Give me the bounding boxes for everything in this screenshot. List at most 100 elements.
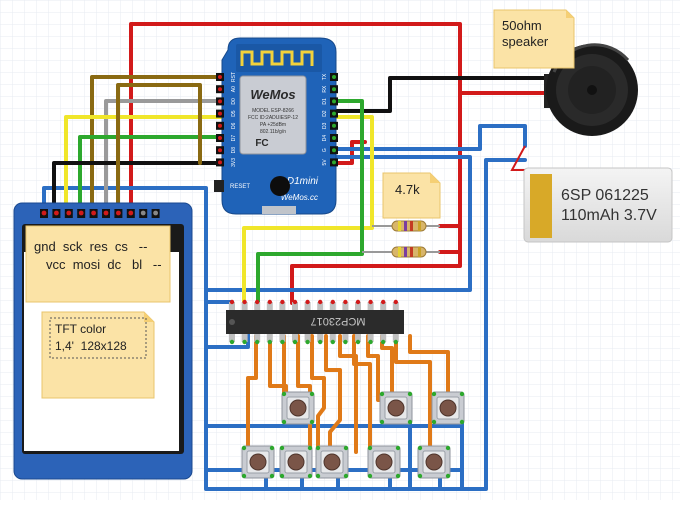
chip-pin (254, 333, 261, 342)
chip-pin (380, 333, 387, 342)
push-button (281, 391, 315, 425)
chip-pin (329, 302, 336, 311)
note-speaker-line-2: speaker (502, 34, 549, 49)
wire-orange-1 (246, 334, 258, 454)
push-button (315, 445, 349, 479)
chip-pin (304, 302, 311, 311)
wemos-pin-label-left: D6 (231, 122, 237, 129)
chip-pin (317, 302, 324, 311)
wemos-pin-label-right: D4 (322, 135, 328, 142)
battery-line-2: 110mAh 3.7V (561, 207, 657, 224)
chip-pin (241, 302, 248, 311)
wire-black-speaker (321, 76, 547, 113)
wemos-pin-label-left: 3V3 (231, 158, 237, 167)
speaker (544, 43, 638, 136)
wemos-model-line-1: MODEL ESP-8266 (252, 108, 294, 114)
push-button (279, 445, 313, 479)
wemos-d1-mini: WeMos MODEL ESP-8266 FCC ID:2ADUIESP-12 … (214, 37, 338, 215)
wemos-left-header (216, 73, 224, 167)
mcp23017-chip: MCP23017 (226, 299, 404, 345)
push-button (431, 391, 465, 425)
chip-pin (380, 302, 387, 311)
wire-blue-gnd-mid (204, 155, 472, 292)
wire-green-d7 (78, 135, 223, 212)
note-tft-pins-row2: vcc mosi dc bl -- (46, 257, 162, 272)
wires (42, 22, 547, 491)
chip-pin (292, 333, 298, 342)
push-button (417, 445, 451, 479)
wemos-pin-label-left: D5 (231, 110, 237, 117)
wemos-pin-label-right: TX (322, 73, 328, 80)
usb-port (262, 206, 296, 214)
battery-line-1: 6SP 061225 (561, 187, 649, 204)
wire-yellow-left (64, 115, 223, 212)
usb-chip (270, 176, 290, 196)
wire-orange-12 (408, 334, 450, 398)
chip-pin (355, 333, 361, 342)
wemos-pin-label-right: G (322, 148, 328, 152)
wire-blue-gnd-top (321, 124, 527, 151)
note-tft-label: TFT color 1,4' 128x128 (41, 311, 155, 399)
chip-pin (254, 302, 261, 311)
lipo-battery: 6SP 061225 110mAh 3.7V (510, 145, 673, 243)
wire-blue-tft-gnd (42, 158, 527, 491)
d1mini-label: D1mini (287, 176, 319, 187)
wire-orange-11 (394, 334, 432, 454)
wire-green-right (256, 99, 364, 305)
reset-label: RESET (230, 184, 250, 190)
chip-pin (292, 302, 298, 311)
wire-orange-5 (310, 334, 326, 454)
wemos-pin-label-right: D2 (322, 110, 328, 117)
wemos-pin-label-right: D3 (322, 122, 328, 129)
note-resistor: 4.7k (382, 172, 441, 219)
chip-bottom-pins (229, 333, 399, 345)
wire-yellow-right (242, 115, 374, 305)
wemos-model-line-2: FCC ID:2ADUIESP-12 (248, 115, 298, 121)
wemos-pin-label-right: RX (322, 85, 328, 93)
fc-mark: FC (255, 138, 268, 149)
wire-orange-7 (338, 334, 358, 454)
wemos-site-label: WeMos.cc (281, 193, 318, 202)
chip-pin (279, 333, 286, 342)
wire-brown-tft (116, 83, 202, 212)
wire-black-3v3 (52, 161, 223, 212)
note-tft-label-line-2: 1,4' 128x128 (55, 339, 127, 353)
note-tft-pins: gnd sck res cs -- vcc mosi dc bl -- (25, 225, 171, 303)
buttons (241, 391, 465, 479)
chip-pin (342, 333, 349, 342)
chip-pin (317, 333, 324, 342)
resistor-2 (362, 246, 440, 258)
wire-orange-6 (324, 334, 342, 454)
chip-pin (342, 302, 349, 311)
chip-pin (329, 333, 336, 342)
chip-pin (229, 333, 235, 342)
chip-pin (266, 302, 273, 311)
wemos-logo: WeMos (250, 87, 295, 102)
tft-header-pins (40, 209, 160, 218)
wemos-pin-label-right: D1 (322, 98, 328, 105)
wemos-pin-label-left: D8 (231, 147, 237, 154)
wifi-antenna (236, 44, 322, 72)
wemos-model-line-4: 802.11b/g/n (260, 129, 286, 135)
wemos-pin-label-left: D0 (231, 98, 237, 105)
chip-top-pins (229, 299, 399, 311)
chip-pin (229, 302, 235, 311)
chip-pin (367, 302, 374, 311)
wemos-right-header (330, 73, 338, 167)
note-resistor-text: 4.7k (395, 182, 420, 197)
chip-pin (266, 333, 273, 342)
chip-label: MCP23017 (310, 315, 365, 327)
wire-gray (104, 99, 223, 212)
chip-pin (392, 333, 399, 342)
chip-pin (392, 302, 399, 311)
push-button (241, 445, 275, 479)
esp-shield (239, 75, 307, 155)
wire-orange-8 (352, 334, 372, 454)
wire-blue-chip2 (204, 328, 250, 349)
wemos-pin-label-left: A0 (231, 86, 237, 92)
wemos-pin-label-left: D7 (231, 135, 237, 142)
chip-pin (279, 302, 286, 311)
